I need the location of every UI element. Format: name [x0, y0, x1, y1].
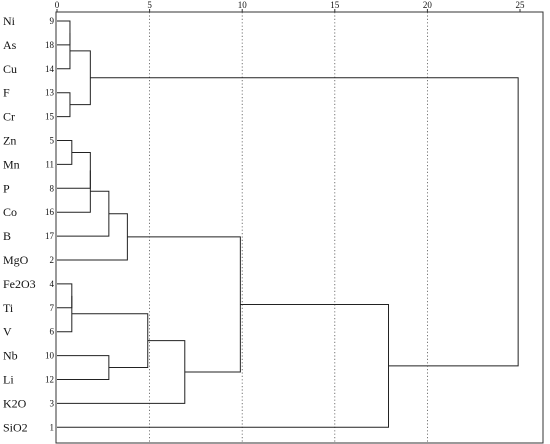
leaf-id: 12 — [45, 375, 54, 385]
leaf-id: 16 — [45, 207, 55, 217]
leaf-label: B — [3, 229, 11, 243]
x-tick-label: 5 — [147, 0, 152, 10]
leaf-label: Mn — [3, 157, 20, 171]
dendrogram-link-7 — [57, 190, 110, 237]
leaf-id: 8 — [50, 183, 55, 193]
leaf-id: 6 — [50, 327, 55, 337]
dendrogram-link-5 — [57, 151, 91, 189]
dendrogram-link-6 — [57, 170, 91, 213]
x-tick-label: 20 — [423, 0, 433, 10]
dendrogram-link-10 — [57, 295, 73, 333]
leaf-id: 17 — [45, 231, 55, 241]
dendrogram-link-12 — [71, 313, 149, 369]
leaf-id: 5 — [50, 136, 55, 146]
grid-layer — [149, 12, 428, 443]
leaf-label: As — [3, 38, 17, 52]
dendrogram-link-0 — [57, 20, 71, 46]
leaf-id: 4 — [50, 279, 55, 289]
dendrogram-link-9 — [57, 283, 73, 309]
dendrogram-link-14 — [127, 236, 241, 373]
leaf-label: Nb — [3, 349, 18, 363]
leaf-label: Fe2O3 — [3, 277, 36, 291]
leaf-id: 2 — [50, 255, 55, 265]
leaf-id: 7 — [50, 303, 55, 313]
dendrogram-link-3 — [69, 50, 91, 106]
dendrogram-link-11 — [57, 355, 110, 380]
dendrogram-link-8 — [57, 213, 128, 261]
x-axis: 0 5 10 15 20 25 — [55, 0, 525, 12]
leaf-label: Cr — [3, 110, 15, 124]
leaf-label: Li — [3, 373, 14, 387]
leaf-label: SiO2 — [3, 420, 28, 434]
leaf-label: K2O — [3, 396, 27, 410]
x-tick-label: 10 — [238, 0, 248, 10]
plot-frame — [55, 11, 544, 444]
dendrogram-link-4 — [57, 140, 73, 165]
dendrogram-link-15 — [57, 303, 390, 428]
leaf-id: 3 — [50, 398, 55, 408]
dendrogram-link-2 — [57, 92, 71, 118]
leaf-label: Zn — [3, 134, 16, 148]
x-tick-label: 15 — [330, 0, 340, 10]
leaf-id: 18 — [45, 40, 55, 50]
dendrogram-link-16 — [90, 77, 519, 367]
leaf-label: V — [3, 325, 12, 339]
leaf-label: Ni — [3, 14, 16, 28]
leaf-id: 1 — [50, 422, 55, 432]
leaf-label: Co — [3, 205, 17, 219]
leaf-label: MgO — [3, 253, 29, 267]
x-tick-label: 0 — [55, 0, 60, 10]
x-tick-label: 25 — [516, 0, 526, 10]
leaf-id: 14 — [45, 64, 55, 74]
dendrogram-links — [57, 20, 519, 428]
leaf-id: 10 — [45, 351, 55, 361]
leaf-id: 15 — [45, 112, 55, 122]
leaf-label: Ti — [3, 301, 14, 315]
dendrogram-link-13 — [57, 340, 186, 404]
leaf-label: F — [3, 86, 10, 100]
leaf-label: Cu — [3, 62, 17, 76]
leaf-id: 13 — [45, 88, 55, 98]
leaf-id: 11 — [45, 159, 54, 169]
dendrogram-link-1 — [57, 32, 71, 70]
leaf-label: P — [3, 181, 10, 195]
leaf-id: 9 — [50, 16, 55, 26]
